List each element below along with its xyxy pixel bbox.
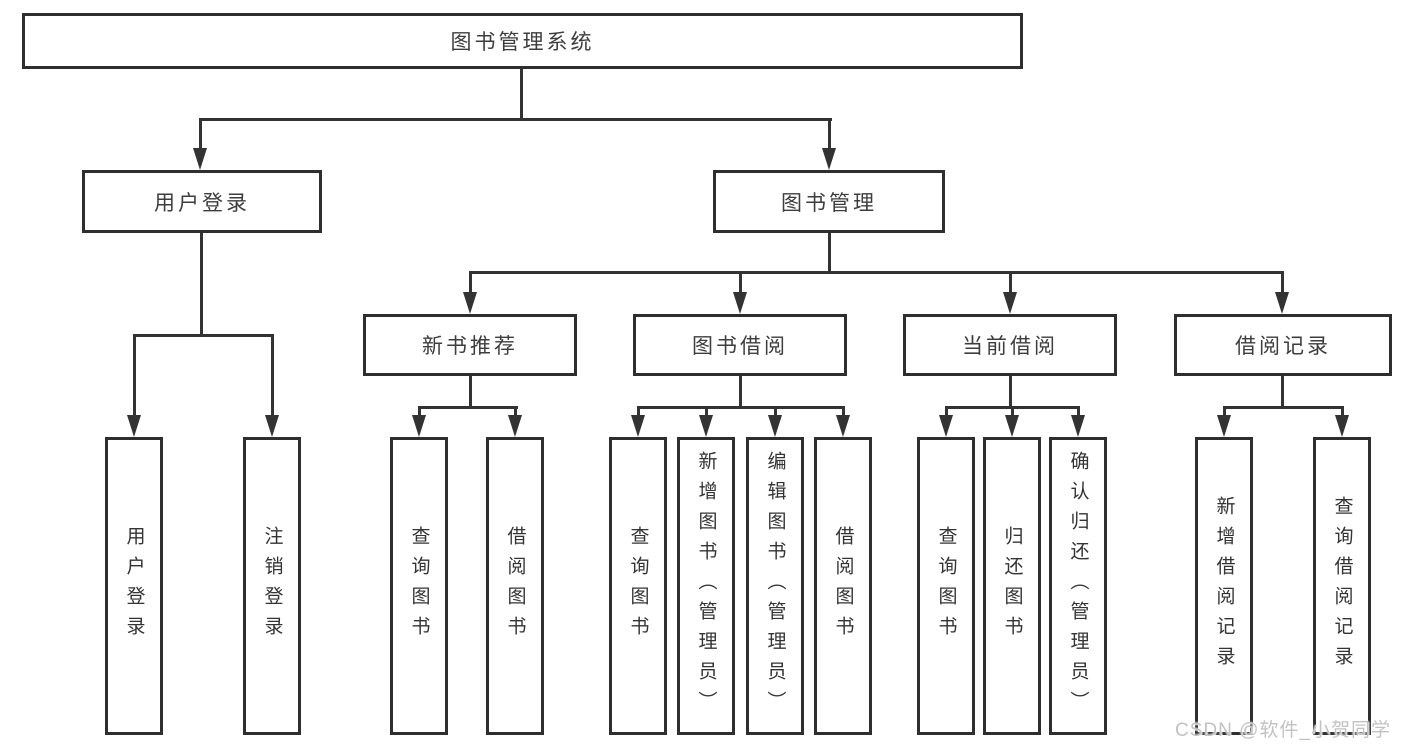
leaf-current-return-books: 归还图书 — [983, 437, 1041, 735]
node-user-login: 用户登录 — [82, 170, 322, 233]
leaf-records-query-record: 查询借阅记录 — [1313, 437, 1371, 735]
connector-level3-bar — [469, 271, 1284, 274]
leaf-current-confirm-return-admin: 确认归还（管理员） — [1049, 437, 1107, 735]
node-book-borrowing: 图书借阅 — [633, 314, 847, 376]
leaf-borrow-add-books-admin-label: 新增图书（管理员） — [695, 451, 717, 721]
node-root-label: 图书管理系统 — [450, 31, 595, 54]
connector-l3-shaft — [739, 271, 742, 296]
arrow-down-icon — [1005, 415, 1019, 437]
arrow-down-icon — [699, 415, 713, 437]
connector-login-leaf-shaft — [271, 334, 274, 419]
leaf-user-login: 用户登录 — [105, 437, 163, 735]
connector-borrow-leaf-shaft — [774, 406, 777, 419]
leaf-current-return-books-label: 归还图书 — [1001, 526, 1023, 646]
node-user-login-label: 用户登录 — [154, 191, 250, 215]
arrow-down-icon — [127, 415, 141, 437]
connector-l3-shaft — [469, 271, 472, 296]
connector-records-bar — [1223, 406, 1344, 409]
arrow-down-icon — [193, 148, 207, 170]
connector-current-leaf-shaft — [945, 406, 948, 419]
leaf-logout: 注销登录 — [243, 437, 301, 735]
leaf-logout-label: 注销登录 — [261, 526, 283, 646]
connector-login-shaft — [199, 118, 202, 152]
connector-new-bar — [418, 406, 518, 409]
leaf-borrow-query-books: 查询图书 — [609, 437, 667, 735]
arrow-down-icon — [508, 415, 522, 437]
connector-records-leaf-shaft — [1341, 406, 1344, 419]
connector-l3-shaft — [1281, 271, 1284, 296]
connector-root-stem — [520, 68, 523, 120]
leaf-borrow-borrow-books-label: 借阅图书 — [832, 526, 854, 646]
connector-new-leaf-shaft — [418, 406, 421, 419]
node-new-book-recommend: 新书推荐 — [363, 314, 577, 376]
leaf-borrow-edit-books-admin: 编辑图书（管理员） — [746, 437, 804, 735]
connector-current-leaf-shaft — [1077, 406, 1080, 419]
leaf-borrow-query-books-label: 查询图书 — [627, 526, 649, 646]
leaf-new-query-books-label: 查询图书 — [408, 526, 430, 646]
connector-records-stem — [1281, 376, 1284, 408]
connector-l3-shaft — [1009, 271, 1012, 296]
leaf-records-add-record: 新增借阅记录 — [1195, 437, 1253, 735]
leaf-new-borrow-books-label: 借阅图书 — [504, 526, 526, 646]
connector-borrow-leaf-shaft — [705, 406, 708, 419]
node-book-management: 图书管理 — [713, 170, 945, 233]
arrow-down-icon — [631, 415, 645, 437]
connector-current-leaf-shaft — [1011, 406, 1014, 419]
connector-level2-bar — [199, 118, 832, 121]
node-borrowing-records: 借阅记录 — [1174, 314, 1392, 376]
arrow-down-icon — [1217, 415, 1231, 437]
arrow-down-icon — [768, 415, 782, 437]
node-book-borrowing-label: 图书借阅 — [692, 335, 788, 358]
node-new-book-recommend-label: 新书推荐 — [422, 335, 518, 358]
connector-new-stem — [469, 376, 472, 408]
arrow-down-icon — [822, 148, 836, 170]
connector-mgmt-shaft — [828, 118, 831, 152]
leaf-records-add-record-label: 新增借阅记录 — [1213, 496, 1235, 676]
leaf-current-query-books: 查询图书 — [917, 437, 975, 735]
connector-current-stem — [1009, 376, 1012, 408]
connector-login-bar — [133, 334, 274, 337]
node-borrowing-records-label: 借阅记录 — [1235, 335, 1331, 358]
leaf-records-query-record-label: 查询借阅记录 — [1331, 496, 1353, 676]
leaf-borrow-edit-books-admin-label: 编辑图书（管理员） — [764, 451, 786, 721]
arrow-down-icon — [1275, 292, 1289, 314]
connector-login-stem — [200, 233, 203, 336]
arrow-down-icon — [463, 292, 477, 314]
leaf-new-query-books: 查询图书 — [390, 437, 448, 735]
leaf-borrow-borrow-books: 借阅图书 — [814, 437, 872, 735]
arrow-down-icon — [412, 415, 426, 437]
arrow-down-icon — [1071, 415, 1085, 437]
leaf-current-confirm-return-admin-label: 确认归还（管理员） — [1067, 451, 1089, 721]
connector-borrow-leaf-shaft — [637, 406, 640, 419]
arrow-down-icon — [733, 292, 747, 314]
node-current-borrowing-label: 当前借阅 — [962, 335, 1058, 358]
connector-borrow-stem — [739, 376, 742, 408]
connector-borrow-bar — [637, 406, 845, 409]
connector-new-leaf-shaft — [514, 406, 517, 419]
leaf-new-borrow-books: 借阅图书 — [486, 437, 544, 735]
connector-login-leaf-shaft — [133, 334, 136, 419]
arrow-down-icon — [1003, 292, 1017, 314]
node-current-borrowing: 当前借阅 — [903, 314, 1117, 376]
connector-mgmt-stem — [828, 233, 831, 274]
arrow-down-icon — [836, 415, 850, 437]
node-book-management-label: 图书管理 — [781, 191, 877, 215]
arrow-down-icon — [939, 415, 953, 437]
connector-borrow-leaf-shaft — [842, 406, 845, 419]
arrow-down-icon — [265, 415, 279, 437]
leaf-current-query-books-label: 查询图书 — [935, 526, 957, 646]
node-root: 图书管理系统 — [22, 13, 1023, 69]
watermark: CSDN @软件_小贺同学 — [1175, 720, 1391, 741]
arrow-down-icon — [1335, 415, 1349, 437]
leaf-user-login-label: 用户登录 — [123, 526, 145, 646]
leaf-borrow-add-books-admin: 新增图书（管理员） — [677, 437, 735, 735]
connector-records-leaf-shaft — [1223, 406, 1226, 419]
